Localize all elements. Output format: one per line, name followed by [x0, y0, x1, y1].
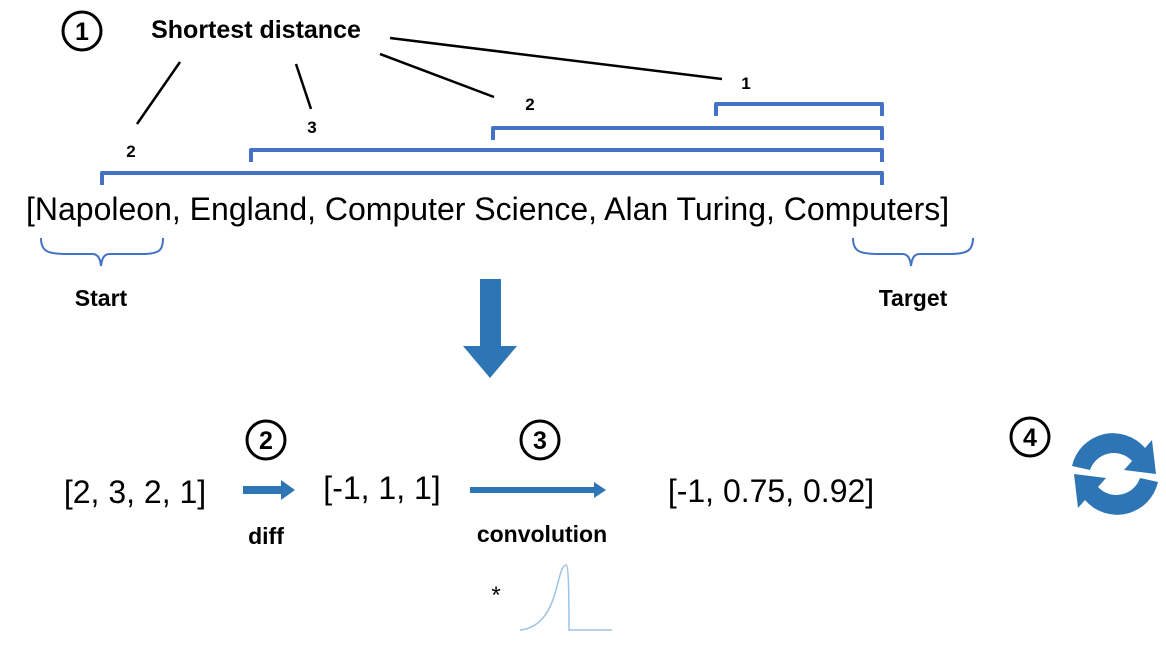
- refresh-cycle-icon: [1072, 433, 1158, 515]
- path-close-bracket: ]: [940, 191, 949, 227]
- step-marker-1-label: 1: [75, 18, 89, 46]
- step-marker-4: 4: [1009, 416, 1051, 458]
- edge-label-england: 3: [307, 118, 316, 137]
- edge-label-start: 2: [126, 142, 135, 161]
- step-marker-2-label: 2: [259, 427, 273, 455]
- bracket-alan-turing: [714, 102, 884, 116]
- step-marker-2: 2: [245, 419, 287, 461]
- connector-line-1: [135, 61, 182, 125]
- kernel-symbol: *: [491, 582, 500, 609]
- edge-label-computer-science: 2: [525, 95, 534, 114]
- path-node-computers: Computers: [784, 191, 941, 227]
- diff-result: [-1, 1, 1]: [323, 470, 440, 506]
- connector-line-2: [294, 63, 313, 110]
- step-marker-1: 1: [61, 10, 103, 52]
- path-node-england: England: [190, 191, 307, 227]
- step-marker-3-label: 3: [533, 427, 547, 455]
- path-node-napoleon: Napoleon: [35, 191, 172, 227]
- path-sequence: [Napoleon, England, Computer Science, Al…: [26, 191, 949, 227]
- distances-list: [2, 3, 2, 1]: [64, 474, 206, 510]
- bracket-napoleon: [100, 171, 884, 185]
- target-label: Target: [879, 285, 948, 311]
- connector-line-4: [389, 36, 723, 81]
- path-node-computer-science: Computer Science: [325, 191, 588, 227]
- path-open-bracket: [: [26, 191, 35, 227]
- kernel-curve-icon: [519, 564, 612, 631]
- bracket-computer-science: [491, 126, 884, 140]
- diff-arrow-icon: [243, 480, 295, 500]
- target-brace: [852, 237, 974, 267]
- edge-label-alan-turing: 1: [741, 74, 750, 93]
- path-node-alan-turing: Alan Turing: [604, 191, 766, 227]
- step-marker-4-label: 4: [1023, 424, 1037, 452]
- bracket-england: [249, 148, 884, 162]
- down-arrow-icon: [463, 279, 517, 378]
- diff-label: diff: [248, 523, 284, 549]
- shortest-distance-title: Shortest distance: [151, 16, 361, 44]
- convolution-label: convolution: [477, 521, 607, 547]
- title-connectors: [135, 36, 723, 125]
- start-brace: [40, 237, 164, 267]
- convolution-result: [-1, 0.75, 0.92]: [668, 473, 874, 509]
- start-label: Start: [75, 285, 128, 311]
- distance-brackets: [100, 102, 884, 185]
- convolution-arrow-icon: [470, 482, 606, 498]
- connector-line-3: [379, 52, 495, 99]
- step-marker-3: 3: [519, 419, 561, 461]
